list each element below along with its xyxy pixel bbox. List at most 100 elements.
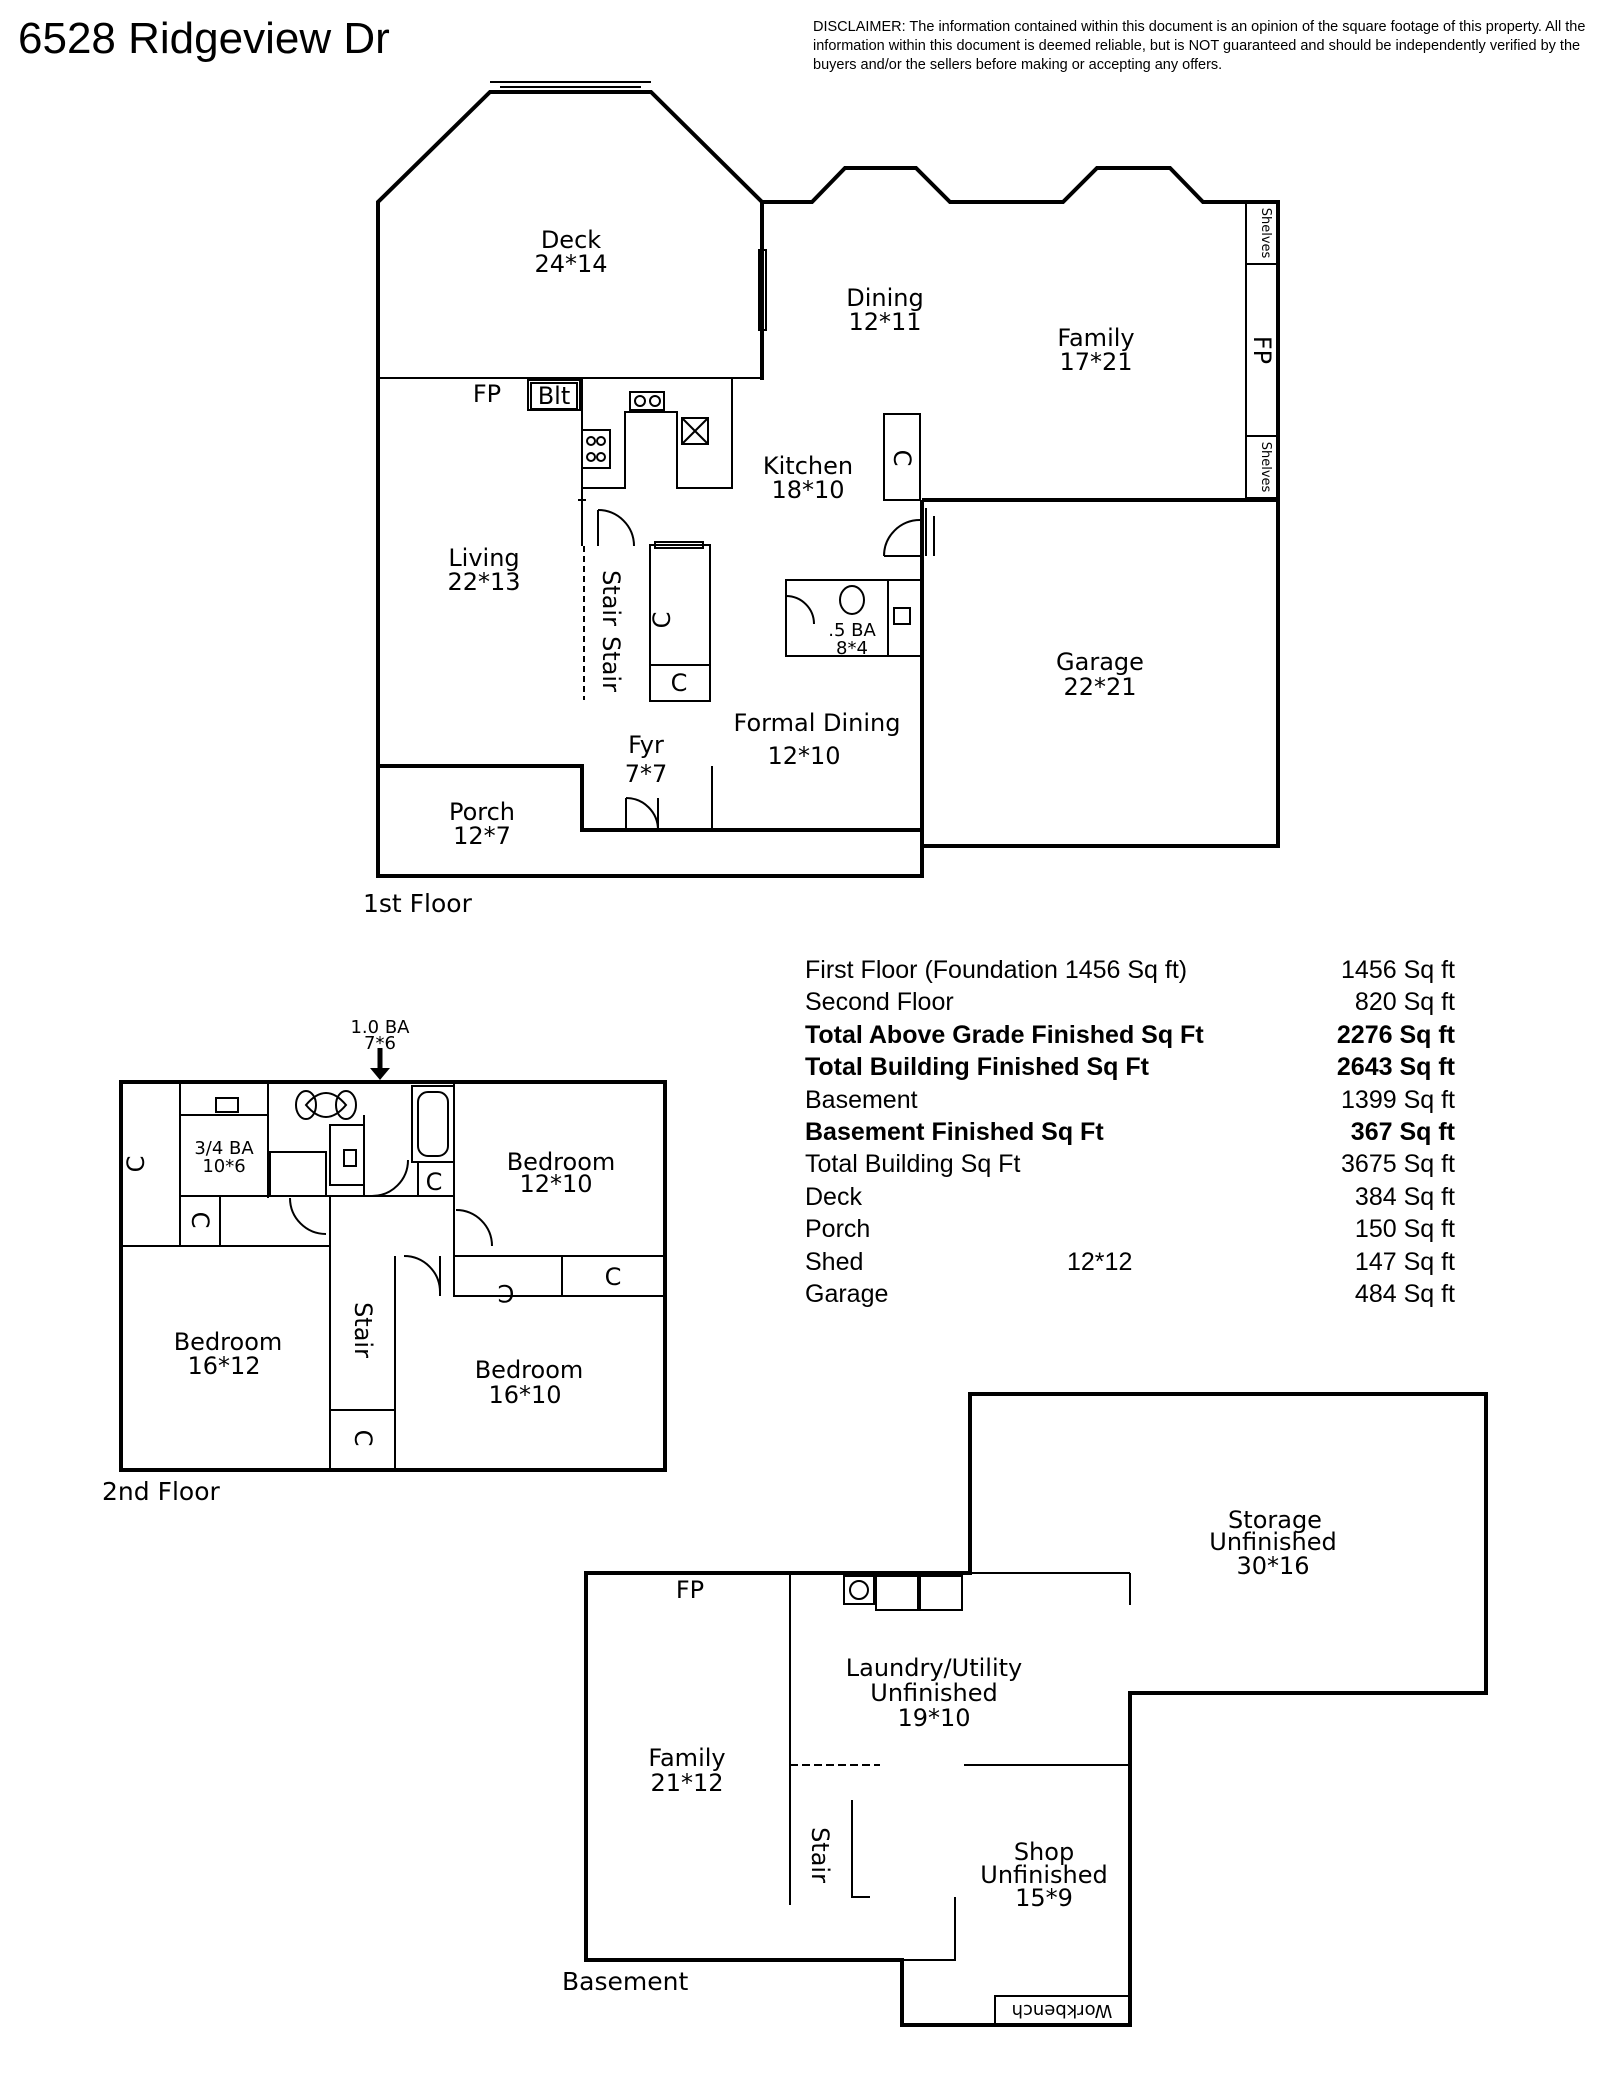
deck-outline (376, 90, 764, 380)
toilet-icon-2 (304, 1092, 348, 1118)
laundry-dim: 19*10 (897, 1704, 970, 1732)
sqft-row-value: 3675 Sq ft (1341, 1150, 1455, 1179)
closet-label-3: C (426, 1168, 443, 1196)
stair-label-2nd: Stair (349, 1302, 377, 1358)
storage-note: Unfinished (1209, 1528, 1337, 1556)
porch-name: Porch (449, 798, 515, 826)
formal-dining-name: Formal Dining (734, 709, 901, 737)
sqft-row-value: 1399 Sq ft (1341, 1085, 1455, 1114)
sqft-row-label: Basement (805, 1085, 918, 1114)
sqft-row-label: Second Floor (805, 988, 954, 1017)
dining-name: Dining (846, 284, 923, 312)
blt-label: Blt (538, 382, 571, 410)
laundry-name: Laundry/Utility (846, 1654, 1022, 1682)
bedroom-ne-dim: 12*10 (519, 1170, 592, 1198)
sqft-row: Total Building Sq Ft 3675 Sq ft (805, 1148, 1455, 1180)
full-bath-dim: 7*6 (364, 1033, 396, 1054)
dining-dim: 12*11 (848, 308, 921, 336)
kitchen-counter (581, 378, 733, 489)
sliding-door (758, 249, 767, 331)
family-name: Family (1057, 324, 1134, 352)
sqft-row-value: 1456 Sq ft (1341, 956, 1455, 984)
page-title: 6528 Ridgeview Dr (18, 14, 390, 63)
kitchen-closet (883, 413, 921, 501)
family-dim: 17*21 (1059, 348, 1132, 376)
living-name: Living (448, 544, 519, 572)
kitchen-closet-label: C (888, 450, 916, 467)
disclaimer-text: DISCLAIMER: The information contained wi… (813, 19, 1586, 73)
second-floor-plan: C C C C C C Stair 1.0 BA 7*6 3/4 BA 10*6… (102, 1017, 667, 1506)
sqft-row-label: Total Building Finished Sq Ft (805, 1053, 1149, 1082)
shelves-top-label: Shelves (1258, 208, 1273, 259)
deck-dim: 24*14 (534, 250, 607, 278)
bedroom-w-name: Bedroom (174, 1328, 283, 1356)
shop-note: Unfinished (980, 1861, 1108, 1889)
dryer-icon (875, 1575, 919, 1611)
sqft-row-value: 2276 Sq ft (1336, 1020, 1455, 1049)
deck-name: Deck (541, 226, 601, 254)
shop-dim: 15*9 (1015, 1884, 1073, 1912)
stove-icon (581, 429, 611, 469)
fp-family-label: FP (1248, 336, 1276, 364)
living-dim: 22*13 (447, 568, 520, 596)
toilet-icon (839, 585, 865, 615)
island-closet-label-2: C (671, 669, 688, 697)
closet-label-2: C (186, 1212, 214, 1229)
sqft-row-label: Total Above Grade Finished Sq Ft (805, 1020, 1204, 1049)
foyer-dim: 7*7 (625, 760, 668, 788)
foyer-name: Fyr (628, 731, 664, 759)
bedroom-s-dim: 16*10 (488, 1381, 561, 1409)
basement-fp-label: FP (676, 1576, 704, 1604)
storage-dim: 30*16 (1236, 1552, 1309, 1580)
bath34-shower (269, 1151, 327, 1197)
shop-name: Shop (1014, 1838, 1074, 1866)
half-bath-dim: 8*4 (836, 638, 868, 659)
basement-stair-label: Stair (806, 1827, 834, 1883)
first-floor-label: 1st Floor (363, 889, 473, 918)
closet-label-4: C (498, 1279, 515, 1307)
bedroom-w-dim: 16*12 (187, 1352, 260, 1380)
sqft-row-value: 484 Sq ft (1354, 1279, 1455, 1308)
sqft-row-extra: 12*12 (1067, 1247, 1133, 1276)
formal-dining-dim: 12*10 (767, 742, 840, 770)
workbench (994, 1995, 1131, 2026)
bath34-dim: 10*6 (202, 1156, 245, 1177)
closet-label-1: C (122, 1156, 150, 1173)
sqft-row-label: Total Building Sq Ft (805, 1150, 1021, 1179)
laundry-note: Unfinished (870, 1679, 998, 1707)
kitchen-name: Kitchen (763, 452, 853, 480)
sqft-row: Basement 1399 Sq ft (805, 1084, 1455, 1116)
garage-dim: 22*21 (1063, 673, 1136, 701)
closet-label-5: C (605, 1263, 622, 1291)
first-floor-plan: FP Blt Shelves FP Shelves Stair Stair C … (363, 81, 1280, 918)
square-footage-table: First Floor (Foundation 1456 Sq ft)1456 … (805, 954, 1455, 1310)
sqft-row-label: Porch (805, 1215, 871, 1244)
garage-name: Garage (1056, 648, 1144, 676)
closet-label-6: C (349, 1430, 377, 1447)
storage-name: Storage (1228, 1506, 1322, 1534)
stair-label-2: Stair (597, 636, 625, 692)
island-closet-1 (649, 544, 711, 666)
sqft-row-value: 147 Sq ft (1354, 1247, 1455, 1276)
sqft-row-label: Deck (805, 1182, 862, 1211)
sink-icon (629, 391, 665, 411)
fp-living-label: FP (473, 380, 501, 408)
stair-closet (329, 1409, 396, 1471)
sqft-row-value: 367 Sq ft (1350, 1117, 1455, 1146)
bedroom-ne-name: Bedroom (507, 1148, 616, 1176)
island-closet-label-1: C (648, 612, 676, 629)
dining-family-outline (762, 166, 1280, 500)
shelves-bottom-label: Shelves (1258, 442, 1273, 493)
basement-family-name: Family (648, 1744, 725, 1772)
garage-outline (922, 500, 1280, 848)
bedroom-s-name: Bedroom (475, 1356, 584, 1384)
basement-label: Basement (562, 1967, 688, 1996)
